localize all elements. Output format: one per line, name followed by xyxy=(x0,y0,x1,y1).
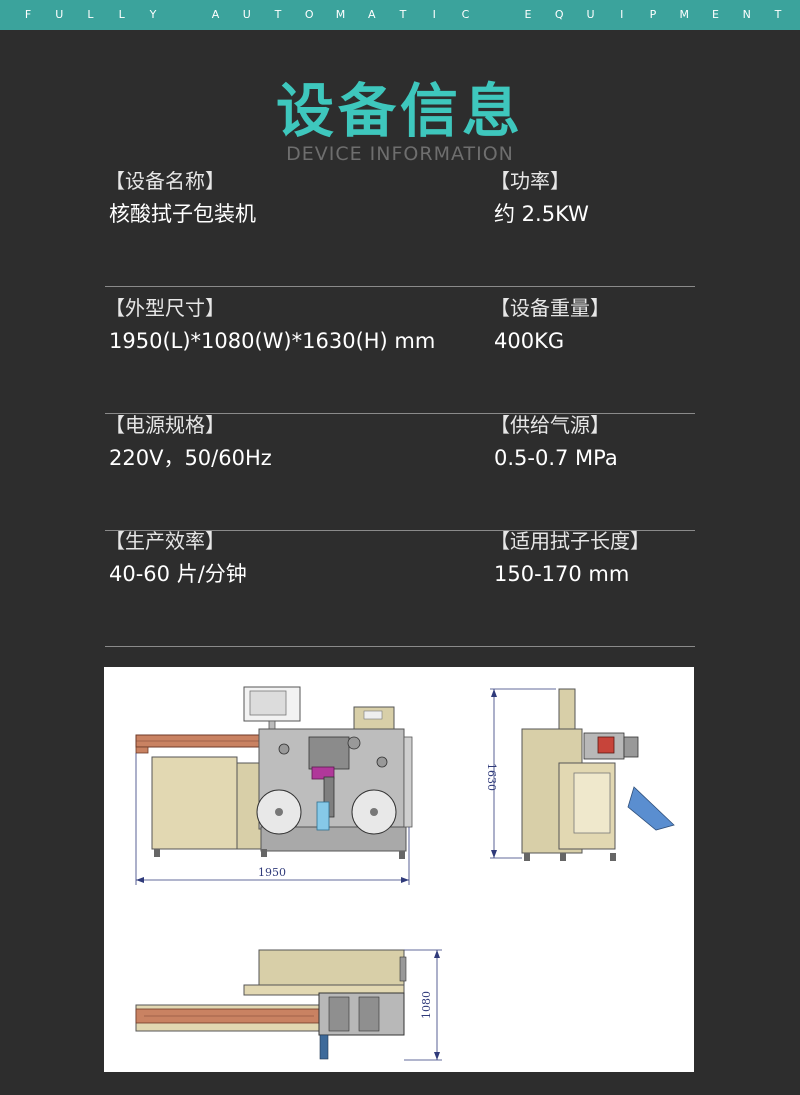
spec-value: 0.5-0.7 MPa xyxy=(494,446,618,470)
banner-letter: U xyxy=(586,8,595,21)
spec-label: 【适用拭子长度】 xyxy=(490,529,650,553)
depth-dimension: 1080 xyxy=(420,991,433,1019)
banner-letter: I xyxy=(620,8,624,21)
banner-letter: T xyxy=(774,8,782,21)
spec-label: 【生产效率】 xyxy=(105,529,225,553)
spec-label: 【功率】 xyxy=(490,169,570,193)
banner-letter: L xyxy=(87,8,94,21)
page-title: 设备信息 xyxy=(275,77,524,145)
front-view-drawing: 1950 xyxy=(135,686,413,885)
banner-letter xyxy=(492,8,502,24)
spec-item: 【功率】 约 2.5KW xyxy=(490,169,589,227)
banner-letter: C xyxy=(461,8,470,21)
banner-letter: N xyxy=(742,8,751,21)
spec-row: 【设备名称】 核酸拭子包装机 【功率】 约 2.5KW xyxy=(105,169,695,287)
width-dimension: 1950 xyxy=(258,866,286,879)
spec-label: 【外型尺寸】 xyxy=(105,296,225,320)
spec-item: 【生产效率】 40-60 片/分钟 xyxy=(105,529,247,587)
banner-letter: M xyxy=(679,8,690,21)
height-dimension: 1630 xyxy=(485,763,498,791)
spec-value: 40-60 片/分钟 xyxy=(109,562,247,586)
banner-letter: M xyxy=(335,8,346,21)
banner-letter: U xyxy=(55,8,64,21)
spec-label: 【设备重量】 xyxy=(490,296,610,320)
spec-label: 【供给气源】 xyxy=(490,413,610,437)
banner-letter: E xyxy=(524,8,532,21)
spec-row: 【生产效率】 40-60 片/分钟 【适用拭子长度】 150-170 mm xyxy=(105,529,695,647)
spec-value: 1950(L)*1080(W)*1630(H) mm xyxy=(109,329,436,353)
spec-value: 150-170 mm xyxy=(494,562,630,586)
spec-label: 【电源规格】 xyxy=(105,413,225,437)
spec-value: 核酸拭子包装机 xyxy=(109,202,256,226)
spec-item: 【设备重量】 400KG xyxy=(490,296,610,354)
banner-letter: F xyxy=(24,8,32,21)
spec-label: 【设备名称】 xyxy=(105,169,225,193)
spec-item: 【供给气源】 0.5-0.7 MPa xyxy=(490,413,618,471)
page-subtitle: DEVICE INFORMATION xyxy=(286,143,514,165)
banner-letter: A xyxy=(211,8,220,21)
banner-letter: L xyxy=(118,8,125,21)
banner-letter xyxy=(179,8,189,24)
top-view-drawing: 1080 xyxy=(135,949,442,1061)
spec-row: 【电源规格】 220V，50/60Hz 【供给气源】 0.5-0.7 MPa xyxy=(105,413,695,531)
spec-item: 【外型尺寸】 1950(L)*1080(W)*1630(H) mm xyxy=(105,296,435,354)
spec-item: 【电源规格】 220V，50/60Hz xyxy=(105,413,272,471)
spec-value: 400KG xyxy=(494,329,565,353)
spec-item: 【适用拭子长度】 150-170 mm xyxy=(490,529,650,587)
banner-letter: I xyxy=(432,8,436,21)
spec-value: 220V，50/60Hz xyxy=(109,446,272,470)
side-view-drawing: 1630 xyxy=(485,688,675,861)
spec-item: 【设备名称】 核酸拭子包装机 xyxy=(105,169,256,227)
spec-row: 【外型尺寸】 1950(L)*1080(W)*1630(H) mm 【设备重量】… xyxy=(105,296,695,414)
banner-letter: Y xyxy=(149,8,157,21)
banner-letter: Q xyxy=(554,8,564,21)
banner-letter: P xyxy=(649,8,657,21)
banner-letter: T xyxy=(274,8,282,21)
spec-value: 约 2.5KW xyxy=(494,202,589,226)
banner-letter: E xyxy=(712,8,719,21)
machine-drawing-panel: 1950 1630 xyxy=(104,667,694,1072)
banner-letter: T xyxy=(399,8,407,21)
banner-letter: U xyxy=(242,8,251,21)
banner-letter: A xyxy=(367,8,376,21)
machine-drawings: 1950 1630 xyxy=(135,686,675,1061)
banner-letter: O xyxy=(304,8,314,21)
